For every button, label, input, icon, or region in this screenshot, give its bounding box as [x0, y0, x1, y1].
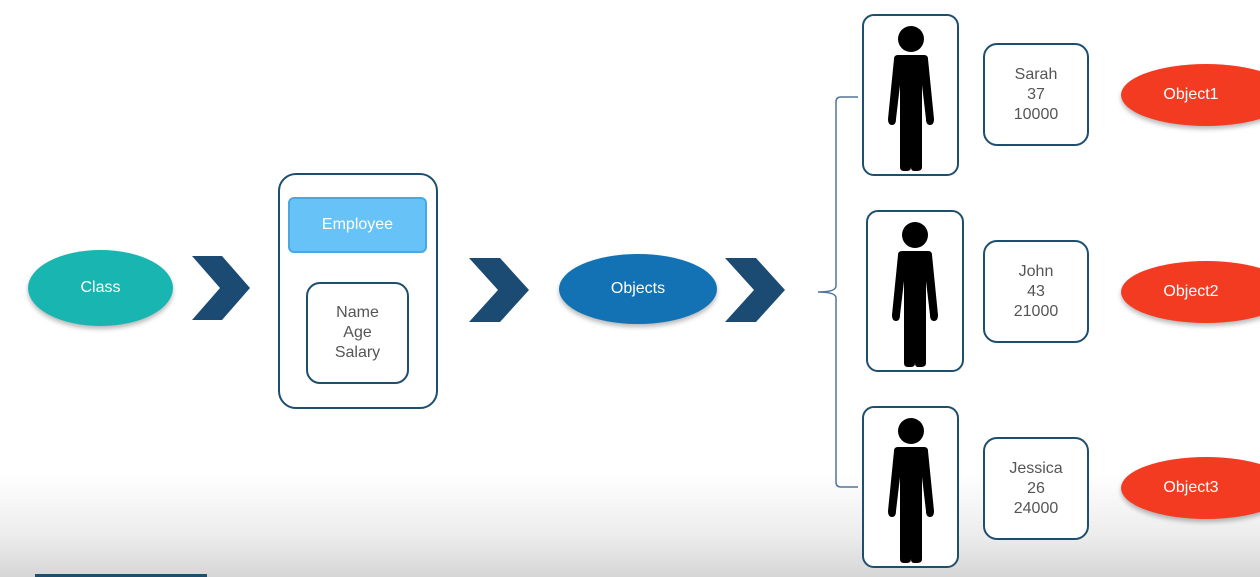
class-label: Class: [80, 279, 121, 296]
employee-name: John: [1018, 262, 1054, 280]
employee-name: Sarah: [1014, 65, 1058, 83]
object-label: Object2: [1163, 283, 1219, 300]
employee-data-sarah: Sarah 37 10000: [983, 43, 1089, 146]
chevron-right-icon: [469, 258, 529, 322]
employee-age: 43: [1027, 282, 1045, 300]
employee-salary: 10000: [1013, 105, 1059, 123]
employee-data-jessica: Jessica 26 24000: [983, 437, 1089, 540]
person-card-sarah: [862, 14, 959, 176]
chevron-right-icon: [192, 256, 250, 320]
person-icon: [892, 222, 938, 367]
attribute-age: Age: [343, 324, 372, 341]
object-badge-3: Object3: [1121, 457, 1260, 519]
employee-data-john: John 43 21000: [983, 240, 1089, 343]
attributes-box: Name Age Salary: [306, 282, 409, 384]
employee-salary: 24000: [1013, 499, 1059, 517]
chevron-right-icon: [725, 258, 785, 322]
objects-label: Objects: [610, 280, 666, 297]
employee-age: 37: [1027, 85, 1045, 103]
progress-bar: [35, 574, 207, 577]
attribute-name: Name: [336, 304, 379, 321]
employee-name: Jessica: [1009, 459, 1063, 477]
object-label: Object1: [1163, 86, 1219, 103]
class-node: Class: [28, 250, 173, 326]
employee-header: Employee: [288, 197, 427, 253]
person-card-john: [866, 210, 964, 372]
person-card-jessica: [862, 406, 959, 568]
object-badge-2: Object2: [1121, 261, 1260, 323]
object-label: Object3: [1163, 479, 1219, 496]
employee-salary: 21000: [1013, 302, 1059, 320]
bracket-connector: [817, 96, 858, 488]
attribute-salary: Salary: [334, 344, 381, 361]
person-icon: [887, 418, 934, 563]
employee-label: Employee: [321, 216, 394, 233]
person-icon: [887, 26, 934, 171]
objects-node: Objects: [559, 254, 717, 324]
employee-age: 26: [1027, 479, 1045, 497]
object-badge-1: Object1: [1121, 64, 1260, 126]
